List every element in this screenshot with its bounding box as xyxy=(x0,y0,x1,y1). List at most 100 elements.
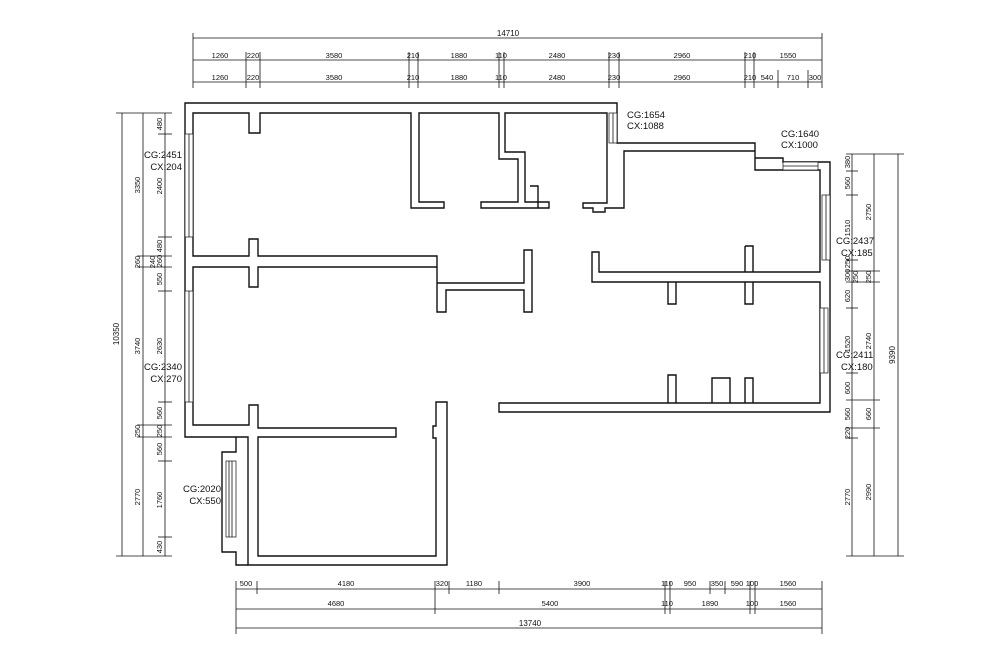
left-in-1: 2400 xyxy=(155,178,164,195)
left-dimension-chain: 10350 3350 260 3740 250 2770 480 2400 48… xyxy=(112,112,172,557)
bot-r2-1: 5400 xyxy=(542,599,559,608)
right-mid-0: 2750 xyxy=(864,204,873,221)
bot-r1-2: 320 xyxy=(436,579,449,588)
annot-5-cx: CX:270 xyxy=(150,374,182,385)
top-r1-6: 2480 xyxy=(549,51,566,60)
top-r2-5: 110 xyxy=(495,73,507,82)
right-in-8: 560 xyxy=(843,408,852,421)
top-r2-6: 2480 xyxy=(549,73,566,82)
annot-7-cg: CG:2020 xyxy=(183,484,221,495)
windows xyxy=(184,112,831,538)
annot-4-cx: CX:185 xyxy=(841,248,873,259)
bot-r2-5: 1560 xyxy=(780,599,797,608)
annot-7-cx: CX:550 xyxy=(189,496,221,507)
top-r2-10: 540 xyxy=(761,73,774,82)
right-mid-2: 2740 xyxy=(864,333,873,350)
top-total: 14710 xyxy=(497,29,520,38)
top-r1-5: 110 xyxy=(495,51,507,60)
annot-2-cg: CG:1640 xyxy=(781,129,819,140)
bot-r1-4: 3900 xyxy=(574,579,591,588)
top-r1-7: 230 xyxy=(608,51,621,60)
right-in-0: 380 xyxy=(843,156,852,169)
window-annotations: CG:1654 CX:1088 CG:1640 CX:1000 CG:2451 … xyxy=(144,110,874,507)
left-mid-2: 3740 xyxy=(133,338,142,355)
bot-r1-7: 350 xyxy=(711,579,724,588)
left-mid-0: 3350 xyxy=(133,177,142,194)
bot-r1-3: 1180 xyxy=(466,579,482,588)
annot-4-cg: CG:2437 xyxy=(836,236,874,247)
top-r1-3: 210 xyxy=(407,51,420,60)
right-total: 9390 xyxy=(888,346,897,364)
right-in-5: 620 xyxy=(843,290,852,303)
top-r2-11: 710 xyxy=(787,73,800,82)
left-in-5: 2630 xyxy=(155,338,164,355)
right-in-9: 220 xyxy=(843,427,852,440)
left-in-7: 250 xyxy=(155,425,164,438)
bot-r1-9: 100 xyxy=(746,579,759,588)
right-in-10: 2770 xyxy=(843,489,852,506)
right-in-3: 250 xyxy=(843,256,852,269)
top-r1-1: 220 xyxy=(247,51,260,60)
right-dimension-chain: 380 560 1510 250 300 620 1520 600 560 22… xyxy=(843,153,904,557)
right-in-1: 560 xyxy=(843,177,852,190)
top-r2-9: 210 xyxy=(744,73,757,82)
bot-r1-8: 590 xyxy=(731,579,744,588)
top-r2-1: 220 xyxy=(247,73,260,82)
annot-6-cx: CX:180 xyxy=(841,362,873,373)
left-mid-1: 260 xyxy=(133,256,142,269)
bot-r2-4: 100 xyxy=(746,599,759,608)
walls xyxy=(184,102,831,566)
right-mid-1: 250 xyxy=(864,271,873,284)
annot-1-cx: CX:1088 xyxy=(627,121,664,132)
bot-r2-0: 4680 xyxy=(328,599,345,608)
right-mid-3: 660 xyxy=(864,408,873,421)
top-r2-0: 1260 xyxy=(212,73,229,82)
top-r2-7: 230 xyxy=(608,73,621,82)
top-r1-9: 210 xyxy=(744,51,757,60)
top-r2-2: 3580 xyxy=(326,73,343,82)
left-mid-3: 250 xyxy=(133,425,142,438)
top-r2-8: 2960 xyxy=(674,73,691,82)
right-in-4: 300 xyxy=(843,269,852,282)
bottom-total: 13740 xyxy=(519,619,542,628)
top-r1-0: 1260 xyxy=(212,51,229,60)
annot-3-cg: CG:2451 xyxy=(144,150,182,161)
annot-3-cx: CX:204 xyxy=(150,162,182,173)
top-r2-3: 210 xyxy=(407,73,420,82)
left-in-10: 430 xyxy=(155,541,164,554)
left-in-2: 480 xyxy=(155,240,164,253)
left-in-3: 260 xyxy=(155,255,164,268)
annot-2-cx: CX:1000 xyxy=(781,140,818,151)
bottom-dimension-chain: 500 4180 320 1180 3900 110 950 350 590 1… xyxy=(235,579,823,634)
right-in-extra-0: 250 xyxy=(851,271,860,284)
annot-1-cg: CG:1654 xyxy=(627,110,665,121)
left-total: 10350 xyxy=(112,322,121,345)
top-r1-4: 1880 xyxy=(451,51,468,60)
bot-r1-1: 4180 xyxy=(338,579,355,588)
left-mid-4: 2770 xyxy=(133,489,142,506)
top-r1-8: 2960 xyxy=(674,51,691,60)
left-in-8: 560 xyxy=(155,443,164,456)
top-r2-4: 1880 xyxy=(451,73,468,82)
right-in-6: 1520 xyxy=(843,336,852,353)
left-in-extra-0: 240 xyxy=(148,256,157,269)
top-r1-10: 1550 xyxy=(780,51,797,60)
bot-r2-2: 110 xyxy=(661,599,673,608)
annot-5-cg: CG:2340 xyxy=(144,362,182,373)
right-in-2: 1510 xyxy=(843,220,852,237)
top-r2-12: 300 xyxy=(809,73,822,82)
bot-r1-5: 110 xyxy=(661,579,673,588)
right-mid-4: 2990 xyxy=(864,484,873,501)
bot-r1-6: 950 xyxy=(684,579,697,588)
top-dimension-chain: 14710 1260 220 3580 210 1880 110 2480 23… xyxy=(192,29,823,88)
left-in-0: 480 xyxy=(155,118,164,131)
bot-r1-10: 1560 xyxy=(780,579,797,588)
bot-r2-3: 1890 xyxy=(702,599,719,608)
right-in-7: 600 xyxy=(843,382,852,395)
top-r1-2: 3580 xyxy=(326,51,343,60)
annot-6-cg: CG:2411 xyxy=(836,350,873,361)
left-in-9: 1760 xyxy=(155,492,164,509)
left-in-4: 550 xyxy=(155,273,164,286)
left-in-6: 560 xyxy=(155,407,164,420)
